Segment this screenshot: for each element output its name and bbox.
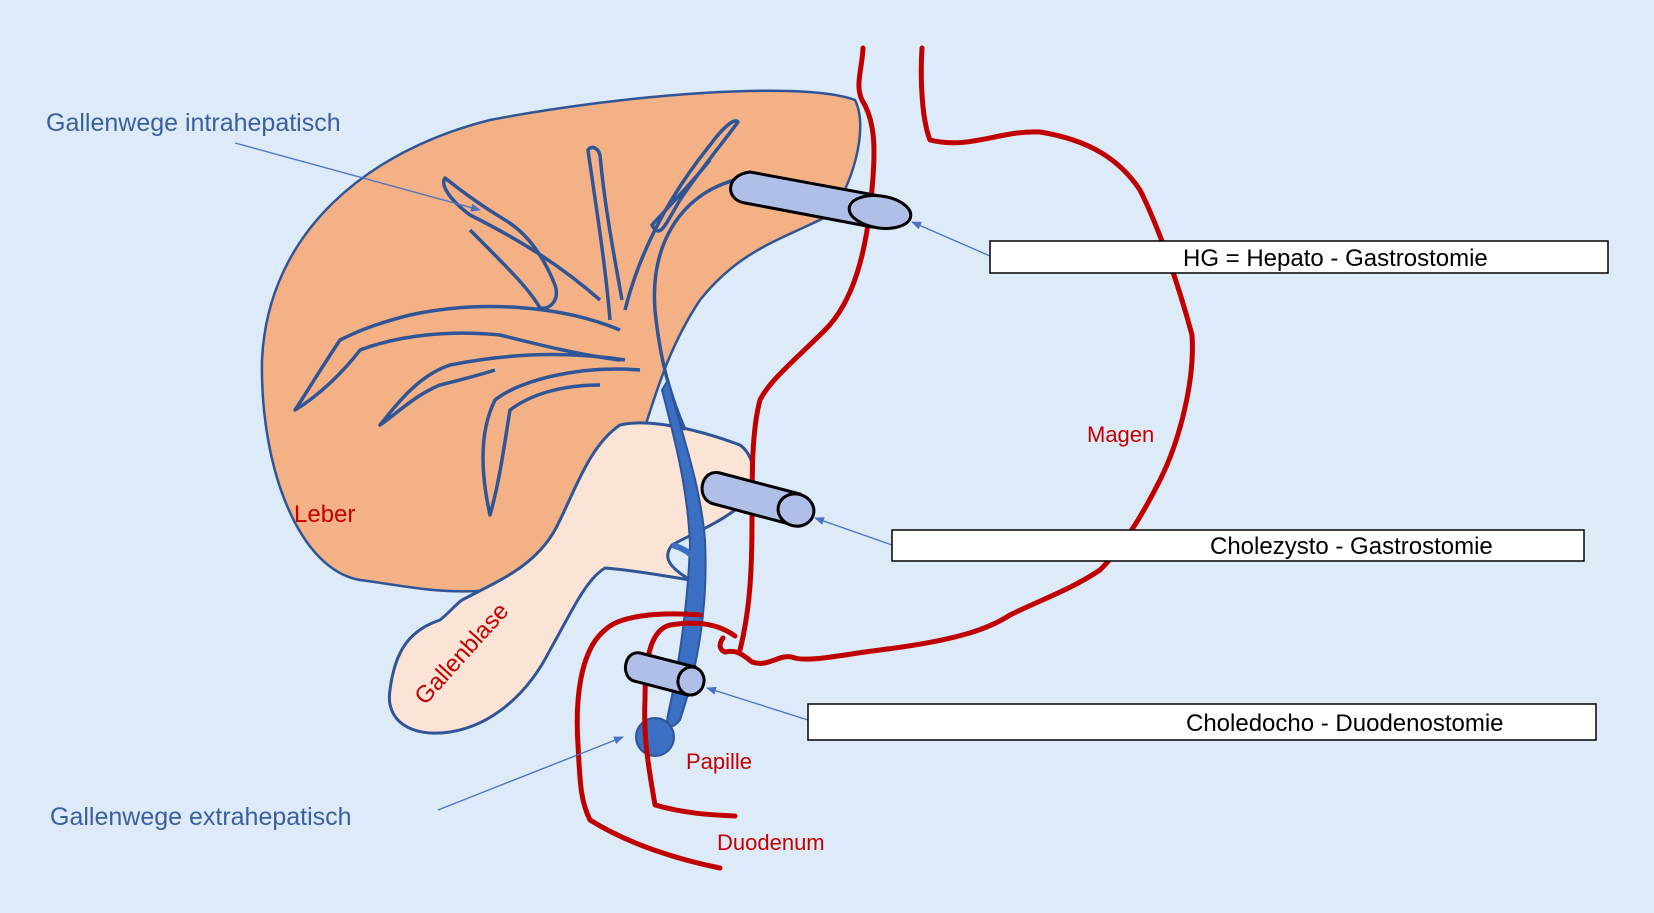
leader-cg	[814, 517, 893, 546]
label-leber: Leber	[294, 501, 355, 528]
box-cholezysto-gastrostomie: Cholezysto - Gastrostomie	[891, 529, 1585, 562]
label-gallenwege-extrahepatisch: Gallenwege extrahepatisch	[50, 803, 352, 831]
intrahepatic-duct-left	[293, 304, 621, 412]
leader-intrahepatic	[234, 142, 481, 212]
intrahepatic-duct-upper-left	[442, 176, 602, 310]
box-choledocho-duodenostomie-frame	[807, 703, 1597, 741]
box-cholezysto-gastrostomie-frame	[891, 529, 1585, 562]
leader-hg	[911, 221, 991, 257]
papilla-dot	[635, 717, 675, 757]
intrahepatic-duct-lower-middle	[481, 367, 641, 517]
box-choledocho-duodenostomie: Choledocho - Duodenostomie	[807, 703, 1597, 741]
duodenum-outer-wall	[574, 611, 723, 871]
stomach-inner-wall	[737, 45, 877, 653]
intrahepatic-duct-upper-right	[623, 119, 740, 311]
cystic-duct	[671, 542, 705, 581]
intrahepatic-duct-upper-middle	[586, 145, 624, 321]
stent-cholecysto-gastro-end	[776, 492, 816, 528]
leader-lines	[234, 142, 991, 811]
duodenum-inner-wall	[642, 620, 738, 819]
duodenum-wall	[574, 611, 738, 871]
box-hepato-gastrostomie-text: HG = Hepato - Gastrostomie	[1183, 245, 1488, 272]
box-hepato-gastrostomie: HG = Hepato - Gastrostomie	[989, 240, 1609, 274]
leader-cd	[706, 686, 809, 721]
label-papille: Papille	[686, 749, 752, 774]
stent-cholecysto-gastro-body	[700, 471, 802, 527]
stent-hepato-gastro-end	[847, 194, 913, 230]
liver-shape	[260, 89, 862, 593]
label-gallenwege-intrahepatisch: Gallenwege intrahepatisch	[46, 109, 341, 137]
box-cholezysto-gastrostomie-text: Cholezysto - Gastrostomie	[1210, 533, 1493, 560]
box-hepato-gastrostomie-frame	[989, 240, 1609, 274]
stent-choledocho-duodeno	[624, 651, 706, 697]
stent-hepato-gastro-body	[729, 170, 882, 229]
box-choledocho-duodenostomie-text: Choledocho - Duodenostomie	[1186, 710, 1504, 737]
leader-extrahepatic	[437, 736, 624, 811]
stent-cholecysto-gastro	[700, 471, 816, 528]
label-magen-text: Magen	[1087, 422, 1154, 447]
stent-hepato-gastro	[729, 170, 913, 230]
stent-choledocho-duodeno-end	[676, 665, 706, 697]
label-duodenum: Duodenum	[717, 830, 825, 855]
intrahepatic-duct-lower-left	[378, 352, 626, 427]
